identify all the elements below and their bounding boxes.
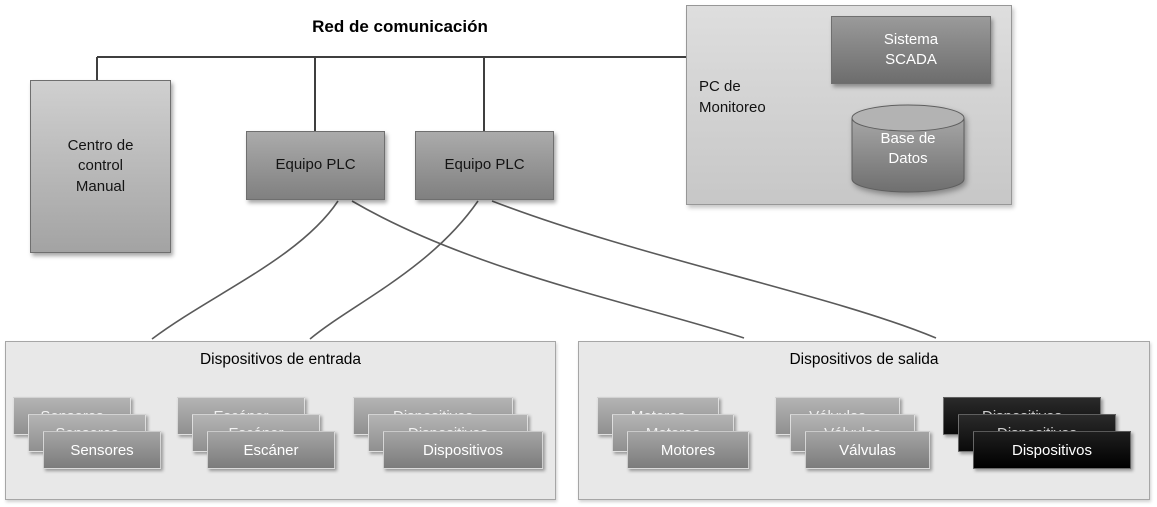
monitoring-pc-box: PC de Monitoreo Sistema SCADA Base de Da… — [686, 5, 1012, 205]
plc-left-node: Equipo PLC — [246, 131, 385, 200]
input-devices-panel: Dispositivos de entrada Sensores Sensore… — [5, 341, 556, 500]
input-devices-title: Dispositivos de entrada — [199, 351, 362, 368]
plc-right-node: Equipo PLC — [415, 131, 554, 200]
curve-plc-left-to-output — [351, 200, 745, 339]
stack-layer-front: Dispositivos — [383, 431, 543, 469]
stack-layer-front: Escáner — [207, 431, 335, 469]
curve-plc-right-to-input — [309, 200, 479, 340]
output-devices-panel: Dispositivos de salida Motores Motores M… — [578, 341, 1150, 500]
stack-layer-front: Motores — [627, 431, 749, 469]
output-devices-title: Dispositivos de salida — [789, 351, 939, 368]
database-label: Base de Datos — [880, 130, 936, 167]
scada-node: Sistema SCADA — [831, 16, 991, 84]
curve-plc-left-to-input — [151, 200, 339, 340]
network-title: Red de comunicación — [312, 17, 488, 36]
monitoring-pc-label: PC de Monitoreo — [699, 78, 766, 116]
control-center-node: Centro de control Manual — [30, 80, 171, 253]
stack-layer-front: Dispositivos — [973, 431, 1131, 469]
database-node: Base de Datos — [849, 103, 967, 195]
curve-plc-right-to-output — [491, 200, 937, 339]
stack-layer-front: Sensores — [43, 431, 161, 469]
plc-right-label: Equipo PLC — [444, 156, 525, 174]
scada-label: Sistema SCADA — [883, 30, 939, 68]
stack-layer-front: Válvulas — [805, 431, 930, 469]
database-cylinder-icon — [851, 104, 965, 193]
plc-left-label: Equipo PLC — [275, 156, 356, 174]
control-center-label: Centro de control Manual — [67, 137, 134, 195]
